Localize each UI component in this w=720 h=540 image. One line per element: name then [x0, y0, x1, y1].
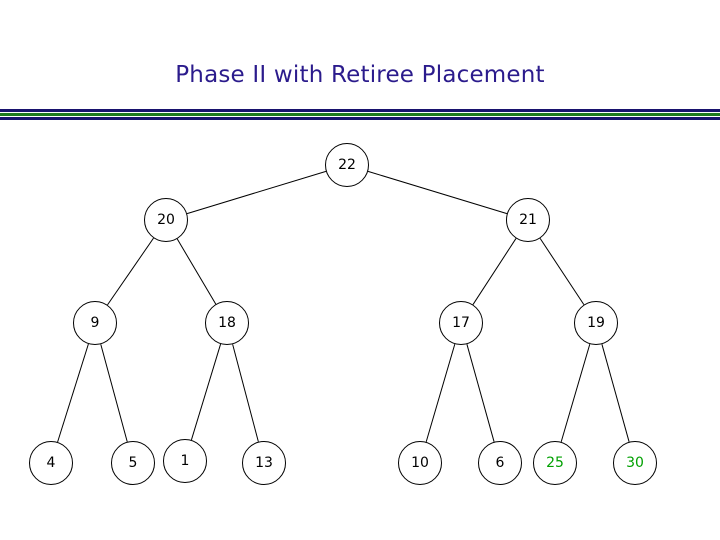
tree-edge: [176, 238, 217, 305]
tree-edge: [560, 343, 591, 443]
title-rule-bottom: [0, 117, 720, 120]
tree-node-label: 18: [218, 315, 236, 331]
tree-node-9: 9: [73, 301, 117, 345]
tree-node-21: 21: [506, 198, 550, 242]
tree-node-label: 19: [587, 315, 605, 331]
tree-node-17: 17: [439, 301, 483, 345]
tree-node-10: 10: [398, 441, 442, 485]
tree-edge: [186, 170, 327, 215]
tree-node-label: 30: [626, 455, 644, 471]
tree-node-label: 9: [90, 315, 100, 331]
tree-node-label: 22: [338, 157, 356, 173]
tree-edge: [57, 343, 89, 443]
tree-edge: [232, 344, 259, 442]
tree-node-1: 1: [163, 439, 207, 483]
tree-edge: [190, 343, 222, 441]
tree-edge: [472, 238, 517, 305]
tree-node-label: 20: [157, 212, 175, 228]
tree-node-22: 22: [325, 143, 369, 187]
tree-node-label: 5: [128, 455, 138, 471]
tree-node-4: 4: [29, 441, 73, 485]
tree-node-30: 30: [613, 441, 657, 485]
tree-node-label: 13: [255, 455, 273, 471]
tree-node-label: 21: [519, 212, 537, 228]
tree-node-18: 18: [205, 301, 249, 345]
tree-node-19: 19: [574, 301, 618, 345]
tree-node-6: 6: [478, 441, 522, 485]
tree-node-label: 25: [546, 455, 564, 471]
tree-edge: [100, 344, 128, 442]
tree-node-5: 5: [111, 441, 155, 485]
tree-node-25: 25: [533, 441, 577, 485]
tree-node-label: 17: [452, 315, 470, 331]
tree-edge: [425, 343, 456, 443]
tree-edge: [466, 344, 495, 442]
tree-edge: [601, 344, 630, 442]
title-rule-top: [0, 109, 720, 112]
title-rule-middle: [0, 113, 720, 116]
tree-node-label: 10: [411, 455, 429, 471]
tree-node-13: 13: [242, 441, 286, 485]
tree-node-label: 6: [495, 455, 505, 471]
tree-edge: [367, 170, 508, 215]
page-title: Phase II with Retiree Placement: [175, 62, 545, 88]
tree-edge: [539, 238, 585, 305]
tree-node-20: 20: [144, 198, 188, 242]
tree-node-label: 1: [180, 453, 190, 469]
tree-edge: [107, 237, 154, 306]
tree-node-label: 4: [46, 455, 56, 471]
